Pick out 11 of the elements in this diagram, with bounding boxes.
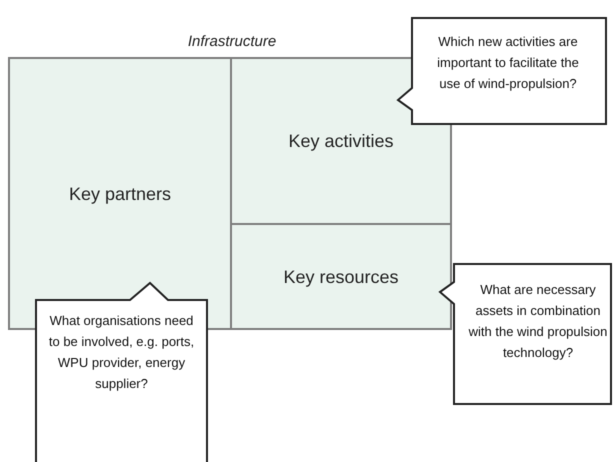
question-text: What are necessary assets in combination with the wind propulsion technology? [468, 281, 608, 362]
block-title: Key partners [68, 184, 172, 204]
question-tooltip [35, 282, 208, 460]
block-title: Key activities [287, 131, 395, 152]
canvas-heading: Infrastructure [188, 33, 276, 50]
question-tooltip [440, 263, 612, 405]
question-tooltip [398, 17, 607, 125]
question-text: What organisations need to be involved, e.g. ports, WPU provider, energy supplier? [48, 312, 196, 393]
question-text: Which new activities are important to facilitate the use of wind-propulsion? [436, 33, 580, 93]
canvas-block [230, 223, 452, 330]
block-title: Key resources [282, 266, 400, 288]
